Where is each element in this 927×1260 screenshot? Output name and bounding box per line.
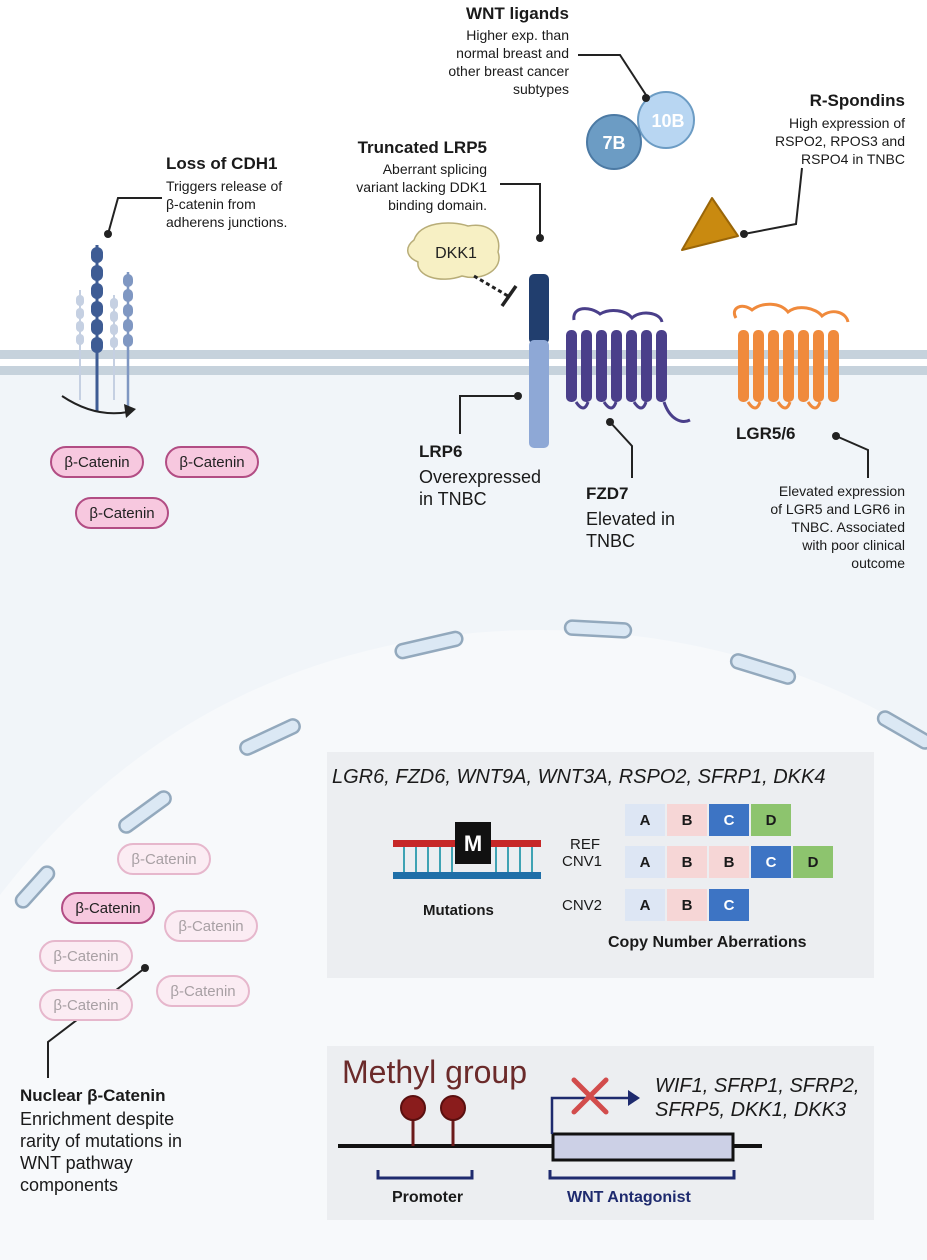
wnt-title: WNT ligands xyxy=(466,4,569,23)
lrp6-title: LRP6 xyxy=(419,442,463,461)
dkk1-inhibition-line xyxy=(473,274,509,298)
lrp5-title: Truncated LRP5 xyxy=(357,138,487,157)
mutation-badge xyxy=(455,822,491,864)
cell-membrane xyxy=(0,350,927,375)
rspo-leader-line xyxy=(743,167,803,235)
lrp5-truncated-domain xyxy=(529,274,549,344)
cnv-box-a: A xyxy=(625,889,665,921)
beta-catenin-nuclear: β-Catenin xyxy=(156,975,250,1007)
mutations-label: Mutations xyxy=(423,902,494,919)
cnv-box-a: A xyxy=(625,804,665,836)
cnv-box-d: D xyxy=(793,846,833,878)
lgr-leader-line xyxy=(835,435,869,478)
nuclear-catenin-title: Nuclear β-Catenin xyxy=(20,1086,166,1105)
beta-catenin-cytoplasmic: β-Catenin xyxy=(165,446,259,478)
cnv-caption: Copy Number Aberrations xyxy=(608,934,807,951)
ligand-10b-label: 10B xyxy=(651,111,684,131)
beta-catenin-nuclear: β-Catenin xyxy=(39,940,133,972)
beta-catenin-cytoplasmic: β-Catenin xyxy=(50,446,144,478)
beta-catenin-nuclear: β-Catenin xyxy=(61,892,155,924)
lgr56-receptor xyxy=(733,302,850,410)
cnv-box-b: B xyxy=(667,846,707,878)
cdh1-title: Loss of CDH1 xyxy=(166,154,278,173)
transcription-arrow xyxy=(550,1096,630,1134)
cnv-box-b: B xyxy=(667,889,707,921)
fzd7-title: FZD7 xyxy=(586,484,629,503)
beta-catenin-nuclear: β-Catenin xyxy=(39,989,133,1021)
fzd7-receptor xyxy=(566,307,691,423)
lrp6-receptor xyxy=(529,340,549,448)
lrp5-leader-line xyxy=(500,183,541,236)
mutation-badge-letter: M xyxy=(464,831,482,856)
wnt-leader-line xyxy=(578,54,649,99)
methyl-group-icons xyxy=(400,1095,466,1146)
rspondin-shape xyxy=(681,197,739,251)
cnv-box-c: C xyxy=(751,846,791,878)
cnv-box-c: C xyxy=(709,804,749,836)
cdh1-leader-line xyxy=(107,197,162,235)
cnv-box-b: B xyxy=(667,804,707,836)
lrp6-leader-line xyxy=(459,395,518,434)
cadherin-complex xyxy=(61,245,136,418)
cnv-box-a: A xyxy=(625,846,665,878)
cnv-row-label: REF xyxy=(570,836,600,853)
beta-catenin-nuclear: β-Catenin xyxy=(164,910,258,942)
cnv-box-b: B xyxy=(709,846,749,878)
cnv-box-d: D xyxy=(751,804,791,836)
cnv1-row-label: CNV1 xyxy=(562,853,603,870)
mutated-genes-list: LGR6, FZD6, WNT9A, WNT3A, RSPO2, SFRP1, … xyxy=(332,766,826,788)
ligand-10b xyxy=(637,91,695,149)
ligand-7b-label: 7B xyxy=(602,133,625,153)
ligand-7b xyxy=(586,114,642,170)
wnt-antagonist-gene xyxy=(551,1132,735,1162)
beta-catenin-nuclear: β-Catenin xyxy=(117,843,211,875)
nuclear-envelope xyxy=(14,619,927,909)
methyl-group-title: Methyl group xyxy=(342,1054,527,1090)
beta-catenin-cytoplasmic: β-Catenin xyxy=(75,497,169,529)
cnv-box-c: C xyxy=(709,889,749,921)
wnt-antagonist-label: WNT Antagonist xyxy=(567,1189,691,1206)
dkk1-shape xyxy=(407,222,500,280)
promoter-label: Promoter xyxy=(392,1189,464,1206)
fzd7-leader-line xyxy=(609,421,633,478)
cnv2-row-label: CNV2 xyxy=(562,897,603,914)
antagonist-bracket xyxy=(548,1170,736,1180)
antagonist-genes-list: WIF1, SFRP1, SFRP2,SFRP5, DKK1, DKK3 xyxy=(655,1075,860,1121)
rspo-title: R-Spondins xyxy=(809,91,905,110)
dkk1-label: DKK1 xyxy=(435,245,477,262)
blocked-x-icon xyxy=(571,1077,609,1115)
promoter-bracket xyxy=(376,1170,474,1180)
lgr-title: LGR5/6 xyxy=(736,424,796,443)
